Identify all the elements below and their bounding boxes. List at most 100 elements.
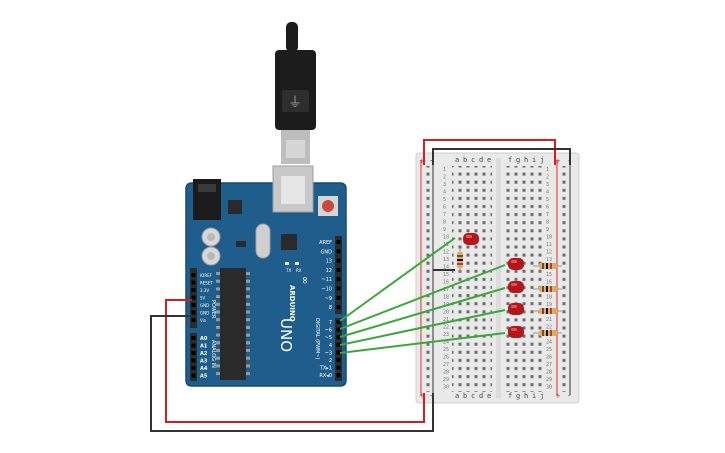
digital-header-bottom[interactable] xyxy=(335,318,342,381)
resistor-3[interactable] xyxy=(533,286,562,292)
header-hole[interactable] xyxy=(191,318,196,322)
row-number: 27 xyxy=(546,362,552,368)
resistor-band xyxy=(554,263,556,269)
column-letter: i xyxy=(532,156,536,164)
header-hole[interactable] xyxy=(336,373,341,378)
header-hole[interactable] xyxy=(336,240,341,244)
header-hole[interactable] xyxy=(336,258,341,263)
led-4[interactable] xyxy=(508,303,524,315)
header-hole[interactable] xyxy=(191,373,196,378)
column-letter: f xyxy=(508,392,512,400)
digital-pin-label: RX◂0 xyxy=(319,373,332,379)
chip-pin xyxy=(216,272,220,275)
usb-metal-inner xyxy=(286,140,305,158)
resistor-4[interactable] xyxy=(533,308,562,314)
row-number: 20 xyxy=(443,310,449,316)
header-hole[interactable] xyxy=(191,358,196,363)
led-2-body xyxy=(508,258,524,270)
header-hole[interactable] xyxy=(336,249,341,254)
header-hole[interactable] xyxy=(191,343,196,348)
resistor-band xyxy=(542,286,544,292)
row-number: 19 xyxy=(546,302,552,308)
chip-pin xyxy=(216,310,220,314)
chip-pin xyxy=(246,310,250,314)
wire-power-rail-bridge[interactable] xyxy=(423,139,556,165)
usb-plug-grip xyxy=(282,90,309,112)
usb-symbol-icon: ⏚ xyxy=(288,95,302,111)
header-hole[interactable] xyxy=(191,273,196,277)
header-hole[interactable] xyxy=(336,342,341,347)
wire-signal-pin-3[interactable] xyxy=(339,332,506,354)
header-hole[interactable] xyxy=(336,305,341,310)
header-hole[interactable] xyxy=(191,303,196,307)
led-2[interactable] xyxy=(508,258,524,270)
wire-signal-pin-6[interactable] xyxy=(339,264,506,330)
atmega-chip-pins xyxy=(216,272,250,376)
header-hole[interactable] xyxy=(336,327,341,332)
header-hole[interactable] xyxy=(336,277,341,282)
row-number: 13 xyxy=(546,257,552,263)
wire-5v-power[interactable] xyxy=(165,299,425,423)
chip-pin xyxy=(216,333,220,337)
header-hole[interactable] xyxy=(336,286,341,291)
column-letter: g xyxy=(516,156,520,164)
header-hole[interactable] xyxy=(191,288,196,292)
header-hole[interactable] xyxy=(191,351,196,355)
resistor-2[interactable] xyxy=(533,263,562,269)
led-1[interactable] xyxy=(463,233,479,245)
digital-pin-label: 4 xyxy=(329,343,332,349)
row-number: 28 xyxy=(443,370,449,376)
led-5-body xyxy=(508,326,524,338)
digital-pin-label: GND xyxy=(321,249,333,255)
resistor-1[interactable] xyxy=(457,248,463,272)
header-hole[interactable] xyxy=(336,358,341,362)
wire-signal-pin-5[interactable] xyxy=(339,287,506,338)
header-hole[interactable] xyxy=(191,336,196,340)
chip-pin xyxy=(216,325,220,329)
row-number: 24 xyxy=(546,340,552,346)
resistor-band xyxy=(546,330,548,336)
rail-minus-bottom-right: - xyxy=(568,392,571,400)
chip-pin xyxy=(216,349,220,352)
resistor-5[interactable] xyxy=(533,330,562,336)
row-number: 17 xyxy=(443,287,449,293)
header-hole[interactable] xyxy=(336,350,341,355)
column-letter: c xyxy=(471,392,475,400)
wire-ground-rail-bridge[interactable] xyxy=(432,148,571,165)
resistor-band xyxy=(550,308,552,314)
crystal-oscillator xyxy=(255,223,271,259)
header-hole[interactable] xyxy=(336,295,341,300)
rail-plus-top-right: + xyxy=(555,157,561,165)
digital-header-top[interactable] xyxy=(335,236,342,314)
wire-signal-pin-4[interactable] xyxy=(339,309,506,346)
header-hole[interactable] xyxy=(336,267,341,272)
row-number: 13 xyxy=(443,257,449,263)
resistor-band xyxy=(554,286,556,292)
header-hole[interactable] xyxy=(336,335,341,340)
arduino-uno-board[interactable]: ⏚ TX RX ARDUINO xyxy=(185,22,347,387)
dc-power-jack-top xyxy=(198,184,216,192)
header-hole[interactable] xyxy=(191,280,196,285)
header-hole[interactable] xyxy=(191,310,196,315)
wire-signal-pin-7[interactable] xyxy=(339,237,456,322)
wire-ground[interactable] xyxy=(150,315,434,432)
header-hole[interactable] xyxy=(336,320,341,324)
power-pin-label: IOREF xyxy=(200,273,213,278)
column-letter: b xyxy=(463,156,467,164)
led-1-highlight xyxy=(466,235,472,238)
voltage-regulator xyxy=(228,200,242,214)
header-hole[interactable] xyxy=(191,295,196,300)
analog-header[interactable] xyxy=(190,333,197,381)
header-hole[interactable] xyxy=(191,366,196,370)
row-number: 29 xyxy=(546,377,552,383)
led-5[interactable] xyxy=(508,326,524,338)
reset-button[interactable] xyxy=(322,200,334,212)
led-3[interactable] xyxy=(508,281,524,293)
usb-cable[interactable]: ⏚ xyxy=(275,22,316,164)
rail-plus-top-left: + xyxy=(419,157,425,165)
row-number: 15 xyxy=(443,272,449,278)
breadboard-center-channel xyxy=(496,158,501,398)
header-hole[interactable] xyxy=(336,365,341,370)
